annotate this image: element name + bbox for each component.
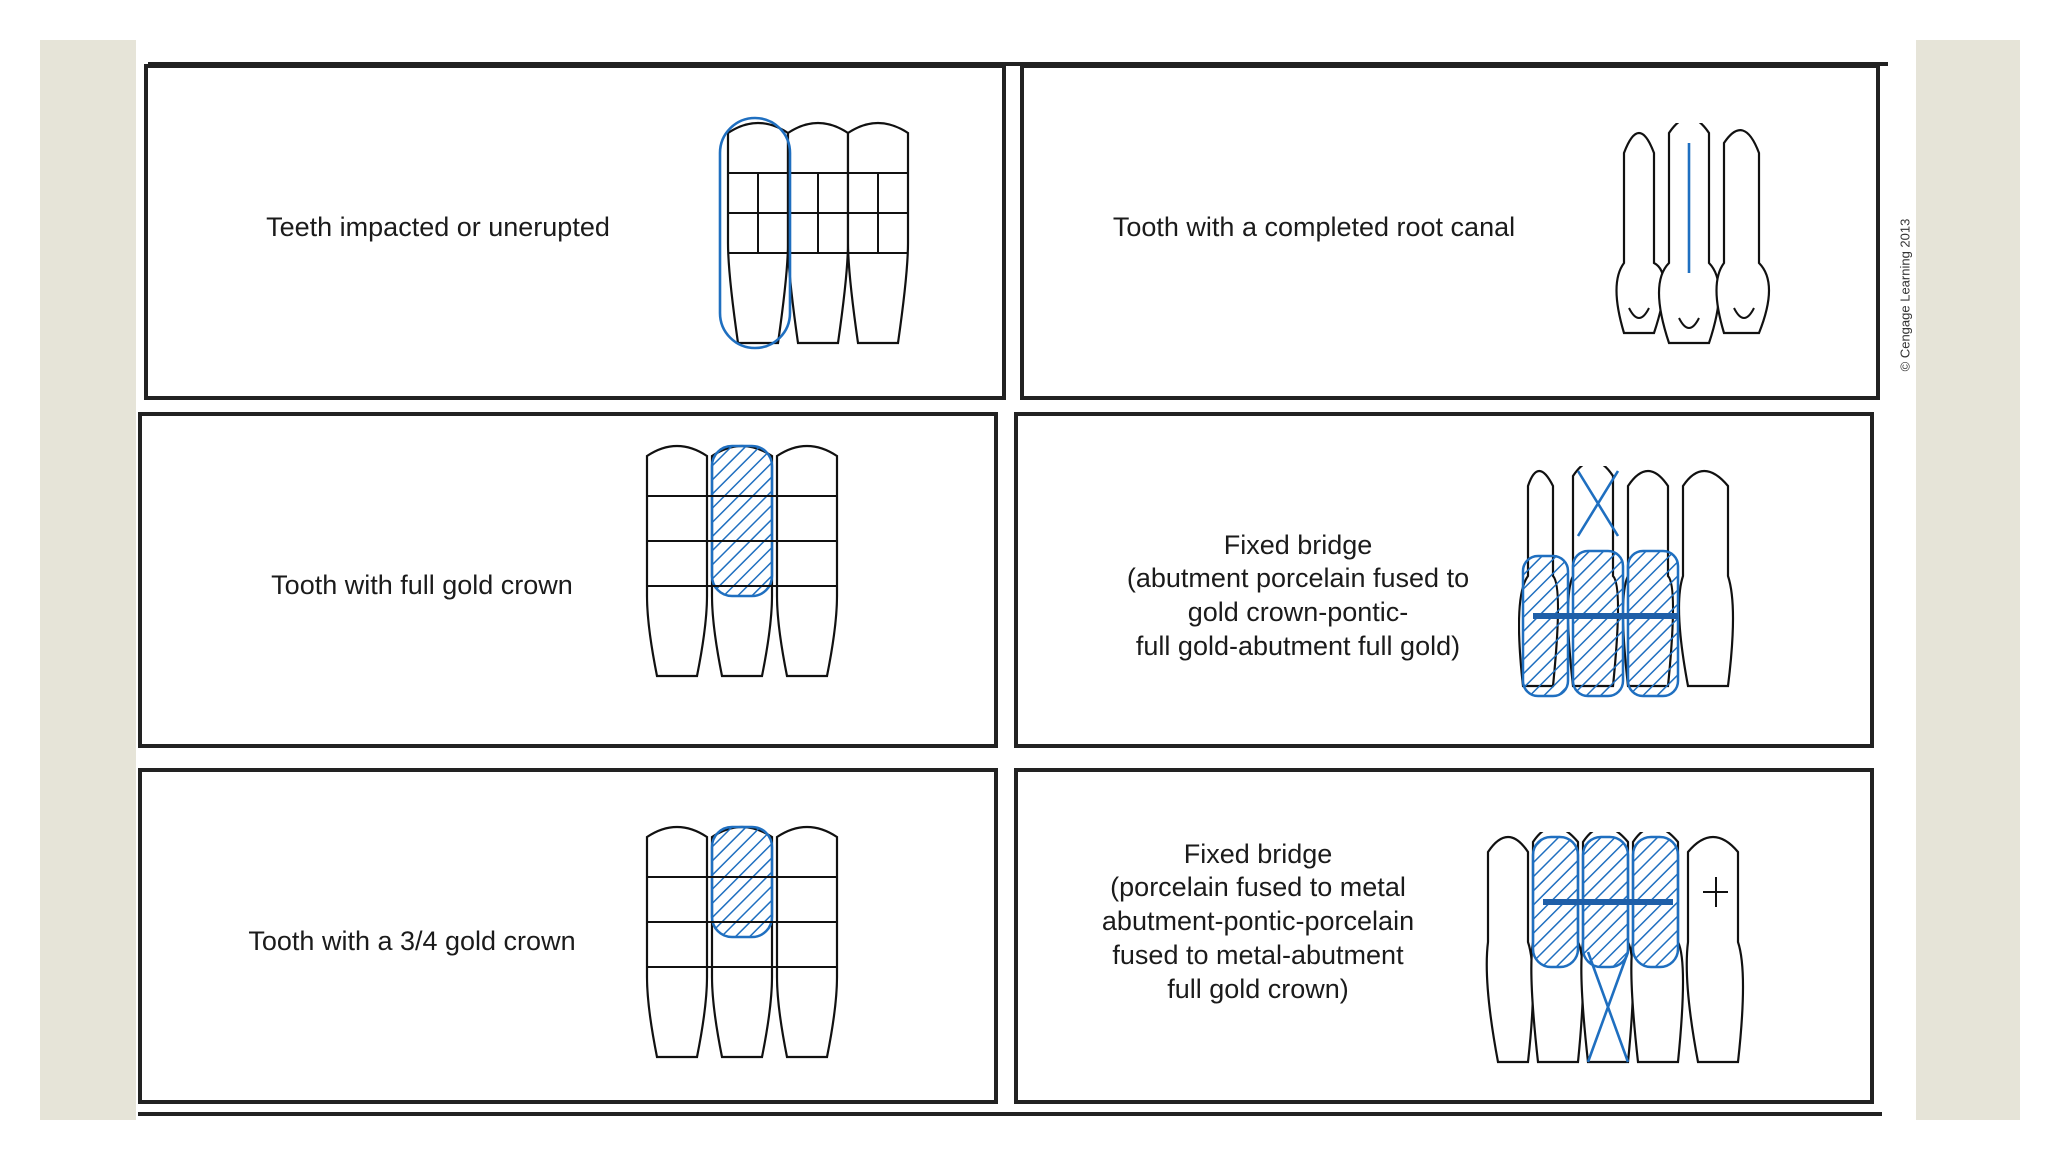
impacted-teeth-icon: [718, 116, 910, 350]
label-line: fused to metal-abutment: [1112, 939, 1404, 970]
bottom-border: [138, 1112, 1882, 1116]
panel-three-quarter-crown: Tooth with a 3/4 gold crown: [138, 768, 998, 1104]
top-border: [148, 62, 1888, 66]
label-line: (abutment porcelain fused to: [1126, 563, 1470, 594]
label-line: Fixed bridge: [1183, 838, 1333, 869]
panel-fixed-bridge-pfm-label: Fixed bridge (porcelain fused to metal a…: [1048, 832, 1468, 1012]
panel-fixed-bridge-gold: Fixed bridge (abutment porcelain fused t…: [1014, 412, 1874, 748]
label-line: (porcelain fused to metal: [1110, 872, 1406, 903]
label-line: Tooth with full gold crown: [271, 570, 573, 601]
panel-impacted: Teeth impacted or unerupted: [144, 64, 1006, 400]
full-gold-crown-icon: [645, 444, 839, 678]
label-line: Teeth impacted or unerupted: [266, 212, 610, 243]
panel-fixed-bridge-gold-label: Fixed bridge (abutment porcelain fused t…: [1078, 526, 1518, 666]
panel-three-quarter-crown-label: Tooth with a 3/4 gold crown: [212, 892, 612, 992]
panel-impacted-label: Teeth impacted or unerupted: [228, 178, 648, 278]
label-line: full gold-abutment full gold): [1135, 630, 1461, 661]
copyright-notice: © Cengage Learning 2013: [1890, 180, 1920, 410]
panel-root-canal-label: Tooth with a completed root canal: [1084, 178, 1544, 278]
panel-fixed-bridge-pfm: Fixed bridge (porcelain fused to metal a…: [1014, 768, 1874, 1104]
three-quarter-crown-icon: [645, 825, 839, 1059]
label-line: Fixed bridge: [1223, 529, 1373, 560]
label-line: Tooth with a completed root canal: [1112, 212, 1516, 243]
panel-root-canal: Tooth with a completed root canal: [1020, 64, 1880, 400]
fixed-bridge-gold-icon: [1518, 466, 1735, 698]
label-line: abutment-pontic-porcelain: [1101, 906, 1415, 937]
copyright-text: © Cengage Learning 2013: [1897, 218, 1913, 372]
label-line: Tooth with a 3/4 gold crown: [248, 926, 576, 957]
label-line: gold crown-pontic-: [1187, 597, 1409, 627]
fixed-bridge-pfm-icon: [1485, 832, 1745, 1064]
panel-full-gold-crown: Tooth with full gold crown: [138, 412, 998, 748]
panel-full-gold-crown-label: Tooth with full gold crown: [222, 536, 622, 636]
root-canal-teeth-icon: [1615, 123, 1770, 345]
label-line: full gold crown): [1167, 973, 1349, 1004]
